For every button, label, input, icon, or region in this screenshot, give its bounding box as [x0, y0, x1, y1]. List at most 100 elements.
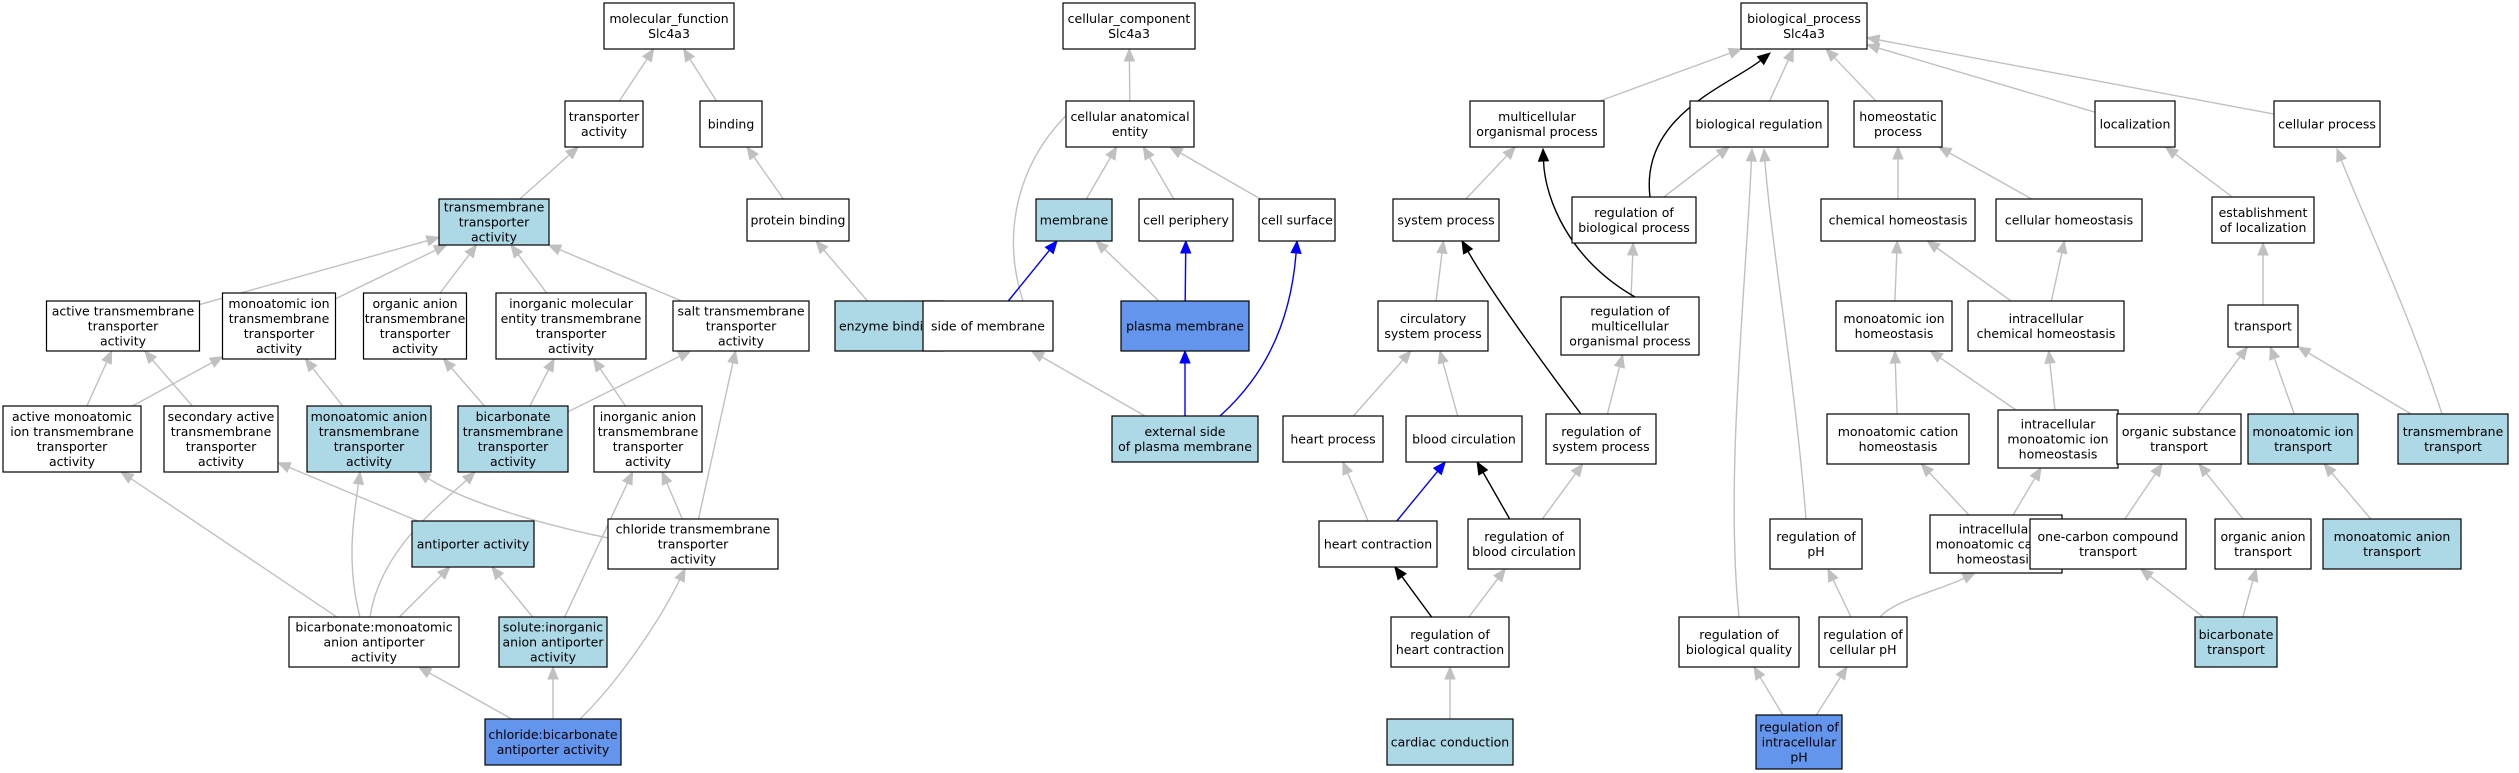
edge-ext_side_pm-to-side_of_membrane: [1030, 350, 1146, 417]
node-membrane[interactable]: membrane: [1035, 198, 1113, 242]
edge-arrowhead: [674, 567, 686, 583]
node-organic-anion-tm[interactable]: organic aniontransmembranetransporteract…: [362, 292, 468, 360]
node-monoion-tm[interactable]: monoatomic iontransmembranetransporterac…: [221, 292, 337, 360]
node-cardiac-conduction[interactable]: cardiac conduction: [1386, 718, 1514, 766]
node-cell-surface[interactable]: cell surface: [1258, 198, 1336, 242]
node-label-line: intracellular: [2009, 311, 2085, 326]
node-antiporter[interactable]: antiporter activity: [411, 520, 535, 568]
edge-chloride_tm-to-inorg_anion_tm: [661, 470, 683, 520]
node-cell-periphery[interactable]: cell periphery: [1138, 198, 1234, 242]
edge-line: [351, 483, 361, 618]
node-bio-reg[interactable]: biological regulation: [1689, 100, 1829, 148]
edge-arrowhead: [2257, 241, 2269, 256]
edge-tm_transport-to-cellular_process: [2336, 147, 2443, 415]
node-chloride-tm[interactable]: chloride transmembranetransporteractivit…: [607, 518, 779, 570]
edge-arrowhead: [461, 471, 476, 485]
node-chem-homeo[interactable]: chemical homeostasis: [1820, 198, 1976, 242]
edge-line: [2331, 472, 2372, 520]
edge-reg_blood_circ-to-blood_circ: [1476, 460, 1511, 520]
node-label-line: homeostasis: [2019, 447, 2098, 462]
node-cellular-process[interactable]: cellular process: [2273, 100, 2381, 148]
node-transport[interactable]: transport: [2227, 304, 2299, 348]
edge-line: [2174, 153, 2233, 198]
node-label-line: biological regulation: [1695, 117, 1822, 132]
node-box: [484, 718, 622, 766]
node-heart-contraction[interactable]: heart contraction: [1318, 520, 1438, 568]
edge-arrowhead: [1865, 42, 1881, 54]
edge-arrowhead: [1937, 146, 1953, 159]
node-label-line: chemical homeostasis: [1977, 326, 2116, 341]
edge-system_process-to-multicell_proc: [1465, 146, 1517, 200]
edge-arrowhead: [1825, 48, 1839, 62]
edge-tm_transporter-to-transporter: [519, 146, 580, 200]
node-secondary-active[interactable]: secondary activetransmembranetransporter…: [163, 405, 279, 473]
node-heart-process[interactable]: heart process: [1282, 415, 1384, 463]
node-bicarbonate-tm[interactable]: bicarbonatetransmembranetransporteractiv…: [457, 405, 569, 473]
node-binding[interactable]: binding: [699, 100, 763, 148]
edge-intracell_monocation_homeo-to-monocation_homeo: [1920, 463, 1970, 516]
node-label-line: activity: [490, 454, 537, 469]
node-label-line: pH: [1807, 544, 1824, 559]
node-inorg-anion-tm[interactable]: inorganic aniontransmembranetransportera…: [593, 405, 703, 473]
node-monoanion-tm[interactable]: monoatomic aniontransmembranetransporter…: [306, 405, 432, 473]
edge-line: [1764, 160, 1807, 520]
node-side-of-membrane[interactable]: side of membrane: [922, 300, 1054, 352]
edge-tm_transport-to-transport: [2296, 346, 2412, 415]
node-localization[interactable]: localization: [2094, 100, 2176, 148]
node-protein-binding[interactable]: protein binding: [746, 198, 850, 242]
edge-arrowhead: [442, 358, 457, 373]
node-blood-circ[interactable]: blood circulation: [1405, 415, 1523, 463]
node-system-process[interactable]: system process: [1392, 198, 1500, 242]
edge-circ_sys-to-system_process: [1435, 239, 1448, 302]
node-label-line: Slc4a3: [648, 26, 690, 41]
node-cell-homeo[interactable]: cellular homeostasis: [1995, 198, 2143, 242]
edge-line: [1663, 153, 1720, 198]
edge-arrowhead: [464, 243, 478, 259]
edge-line: [132, 361, 213, 407]
node-box: [498, 616, 608, 668]
node-label-line: side of membrane: [931, 319, 1045, 334]
node-box: [2322, 518, 2462, 570]
node-label-line: transporter: [706, 319, 777, 334]
node-plasma-membrane[interactable]: plasma membrane: [1120, 300, 1250, 352]
edge-cell_surface-to-cell_anat: [1168, 146, 1261, 200]
